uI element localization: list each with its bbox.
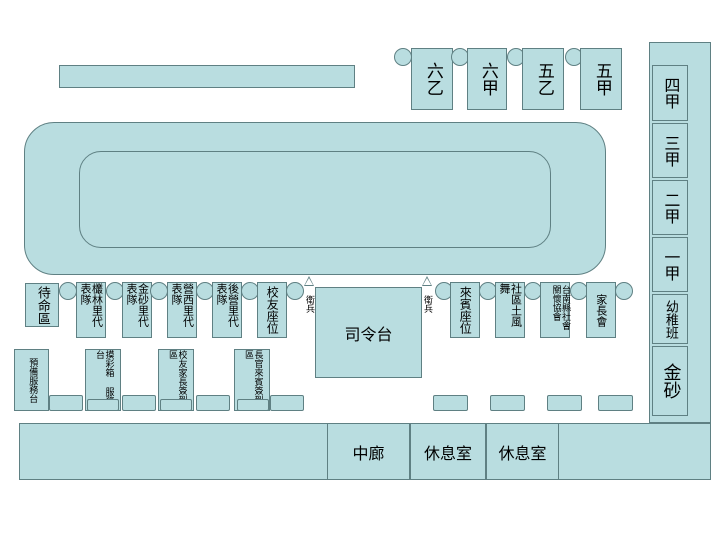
seat-circle	[286, 282, 304, 300]
class-box-2a: 二甲	[652, 180, 688, 235]
class-box-3a: 三甲	[652, 123, 688, 178]
lounge-2: 休息室	[486, 423, 559, 480]
parents-association: 家長會	[586, 282, 616, 338]
guard-marker-right	[422, 276, 432, 286]
backup-service-desk: 預備服務台	[14, 349, 49, 411]
guest-seats: 來賓座位	[450, 282, 480, 338]
class-box-1a: 一甲	[652, 237, 688, 292]
table	[122, 395, 156, 411]
table	[160, 399, 192, 411]
corridor: 中廊	[327, 423, 410, 480]
standby-area: 待命區	[25, 283, 59, 327]
team-yingxi: 營西里代表隊	[167, 282, 197, 338]
class-box-jinsha: 金砂	[652, 346, 688, 416]
team-houying: 後營里代表隊	[212, 282, 242, 338]
team-jinsha: 金砂里代表隊	[122, 282, 152, 338]
class-box-kindergarten: 幼稚班	[652, 294, 688, 344]
table	[49, 395, 83, 411]
table	[270, 395, 304, 411]
seat-circle	[394, 48, 412, 66]
running-track-inner	[79, 151, 551, 248]
social-care-association: 台南縣社會關懷協會	[540, 282, 570, 338]
table	[598, 395, 633, 411]
table	[196, 395, 230, 411]
community-folk-dance: 社區土風舞	[495, 282, 525, 338]
seat-circle	[59, 282, 77, 300]
table	[237, 399, 269, 411]
lounge-1: 休息室	[410, 423, 486, 480]
class-box-6a: 六甲	[467, 48, 507, 110]
seat-circle	[150, 282, 168, 300]
table	[433, 395, 468, 411]
class-box-5b: 五乙	[522, 48, 564, 110]
command-stage: 司令台	[315, 287, 422, 378]
class-box-5a: 五甲	[580, 48, 622, 110]
team-conglin: 欉林里代表隊	[76, 282, 106, 338]
alumni-seats: 校友座位	[257, 282, 287, 338]
table	[490, 395, 525, 411]
guard-label-right: 衛兵	[422, 295, 432, 313]
table	[547, 395, 582, 411]
table	[87, 399, 119, 411]
guard-label-left: 衛兵	[304, 295, 314, 313]
seat-circle	[615, 282, 633, 300]
class-box-6b: 六乙	[411, 48, 453, 110]
top-bar	[59, 65, 355, 88]
class-box-4a: 四甲	[652, 65, 688, 121]
guard-marker-left	[304, 276, 314, 286]
